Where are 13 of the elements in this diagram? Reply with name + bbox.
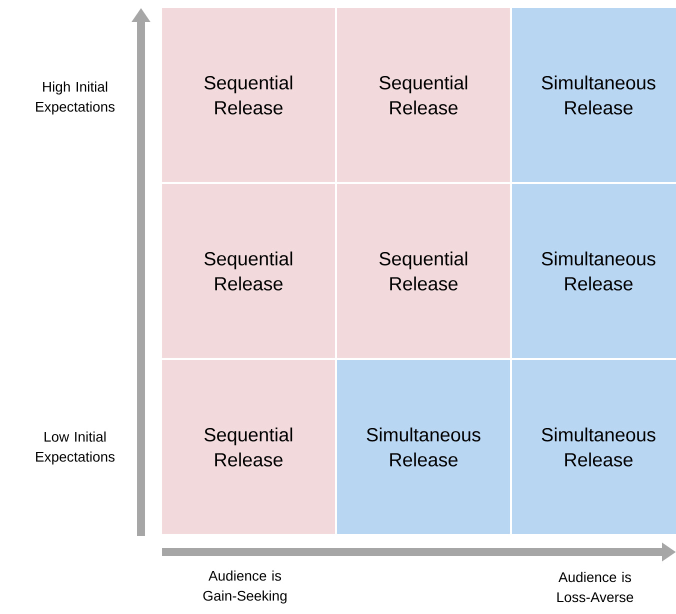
matrix-cell: Sequential Release [337, 8, 510, 182]
axis-label: High Initial Expectations [36, 81, 115, 115]
matrix-cell: Sequential Release [162, 360, 335, 534]
matrix-cell: Simultaneous Release [512, 360, 676, 534]
axis-label: Audience is Loss-Averse [557, 572, 634, 602]
axis-label: Low Initial Expectations [36, 431, 115, 465]
matrix-cell: Sequential Release [162, 184, 335, 358]
axis-label: Audience is Gain-Seeking [203, 570, 286, 604]
matrix-cell: Sequential Release [162, 8, 335, 182]
matrix-cell: Simultaneous Release [337, 360, 510, 534]
matrix-cell: Simultaneous Release [512, 184, 676, 358]
matrix-cell: Sequential Release [337, 184, 510, 358]
matrix-cell: Simultaneous Release [512, 8, 676, 182]
